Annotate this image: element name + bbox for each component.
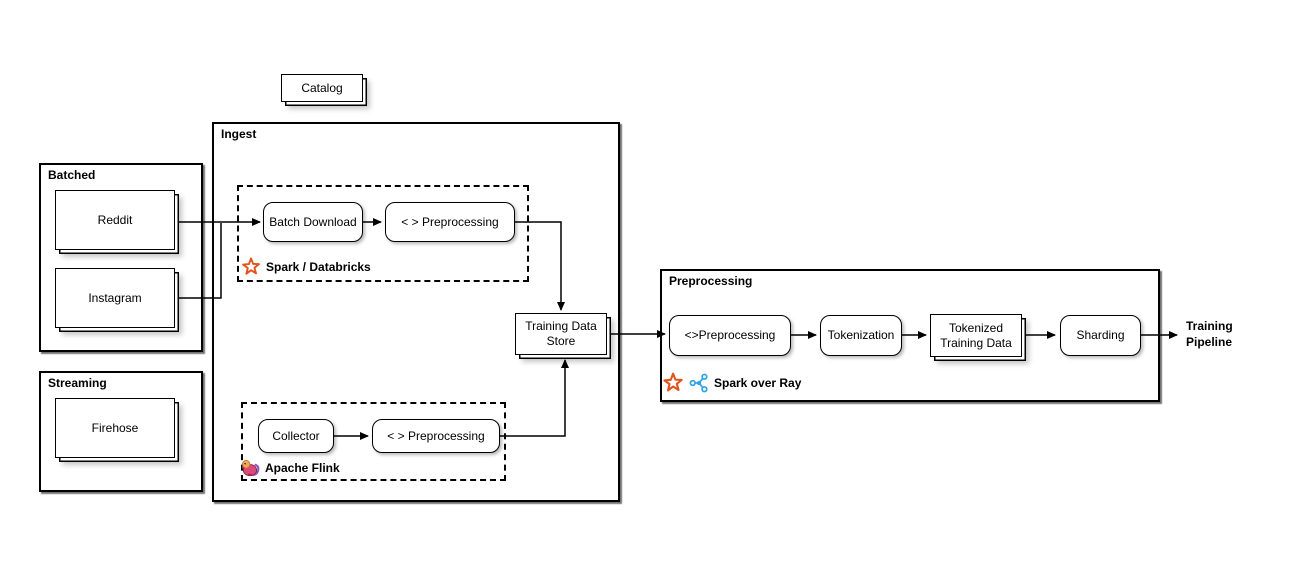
- group-preprocessing-title: Preprocessing: [669, 274, 753, 288]
- node-preprocessing-step: <>Preprocessing: [669, 315, 791, 356]
- node-training-data-store: Training Data Store: [515, 313, 607, 355]
- caption-spark-over-ray-label: Spark over Ray: [714, 375, 802, 390]
- caption-spark-over-ray: Spark over Ray: [661, 371, 801, 394]
- group-streaming-title: Streaming: [48, 376, 107, 390]
- apache-flink-group: [241, 402, 506, 481]
- caption-spark-databricks-label: Spark / Databricks: [266, 259, 371, 274]
- node-tokenization: Tokenization: [820, 315, 902, 356]
- node-ingest-stream-preprocessing: < > Preprocessing: [372, 419, 500, 453]
- node-ingest-batch-preprocessing: < > Preprocessing: [385, 202, 515, 242]
- node-batch-download: Batch Download: [263, 202, 363, 242]
- caption-apache-flink: Apache Flink: [239, 457, 340, 478]
- spark-star-icon: [240, 256, 261, 277]
- flink-squirrel-icon: [239, 457, 260, 478]
- node-catalog: Catalog: [281, 74, 363, 102]
- ray-icon: [689, 373, 709, 393]
- group-ingest-title: Ingest: [221, 127, 257, 141]
- node-instagram: Instagram: [55, 268, 175, 328]
- caption-apache-flink-label: Apache Flink: [265, 460, 340, 475]
- node-firehose: Firehose: [55, 398, 175, 458]
- node-collector: Collector: [258, 419, 334, 453]
- group-batched-title: Batched: [48, 168, 96, 182]
- caption-spark-databricks: Spark / Databricks: [240, 256, 371, 277]
- node-sharding: Sharding: [1060, 315, 1141, 356]
- node-reddit: Reddit: [55, 190, 175, 250]
- training-pipeline-label: Training Pipeline: [1186, 319, 1233, 349]
- node-tokenized-training-data: Tokenized Training Data: [930, 314, 1022, 357]
- spark-star-icon: [661, 371, 684, 394]
